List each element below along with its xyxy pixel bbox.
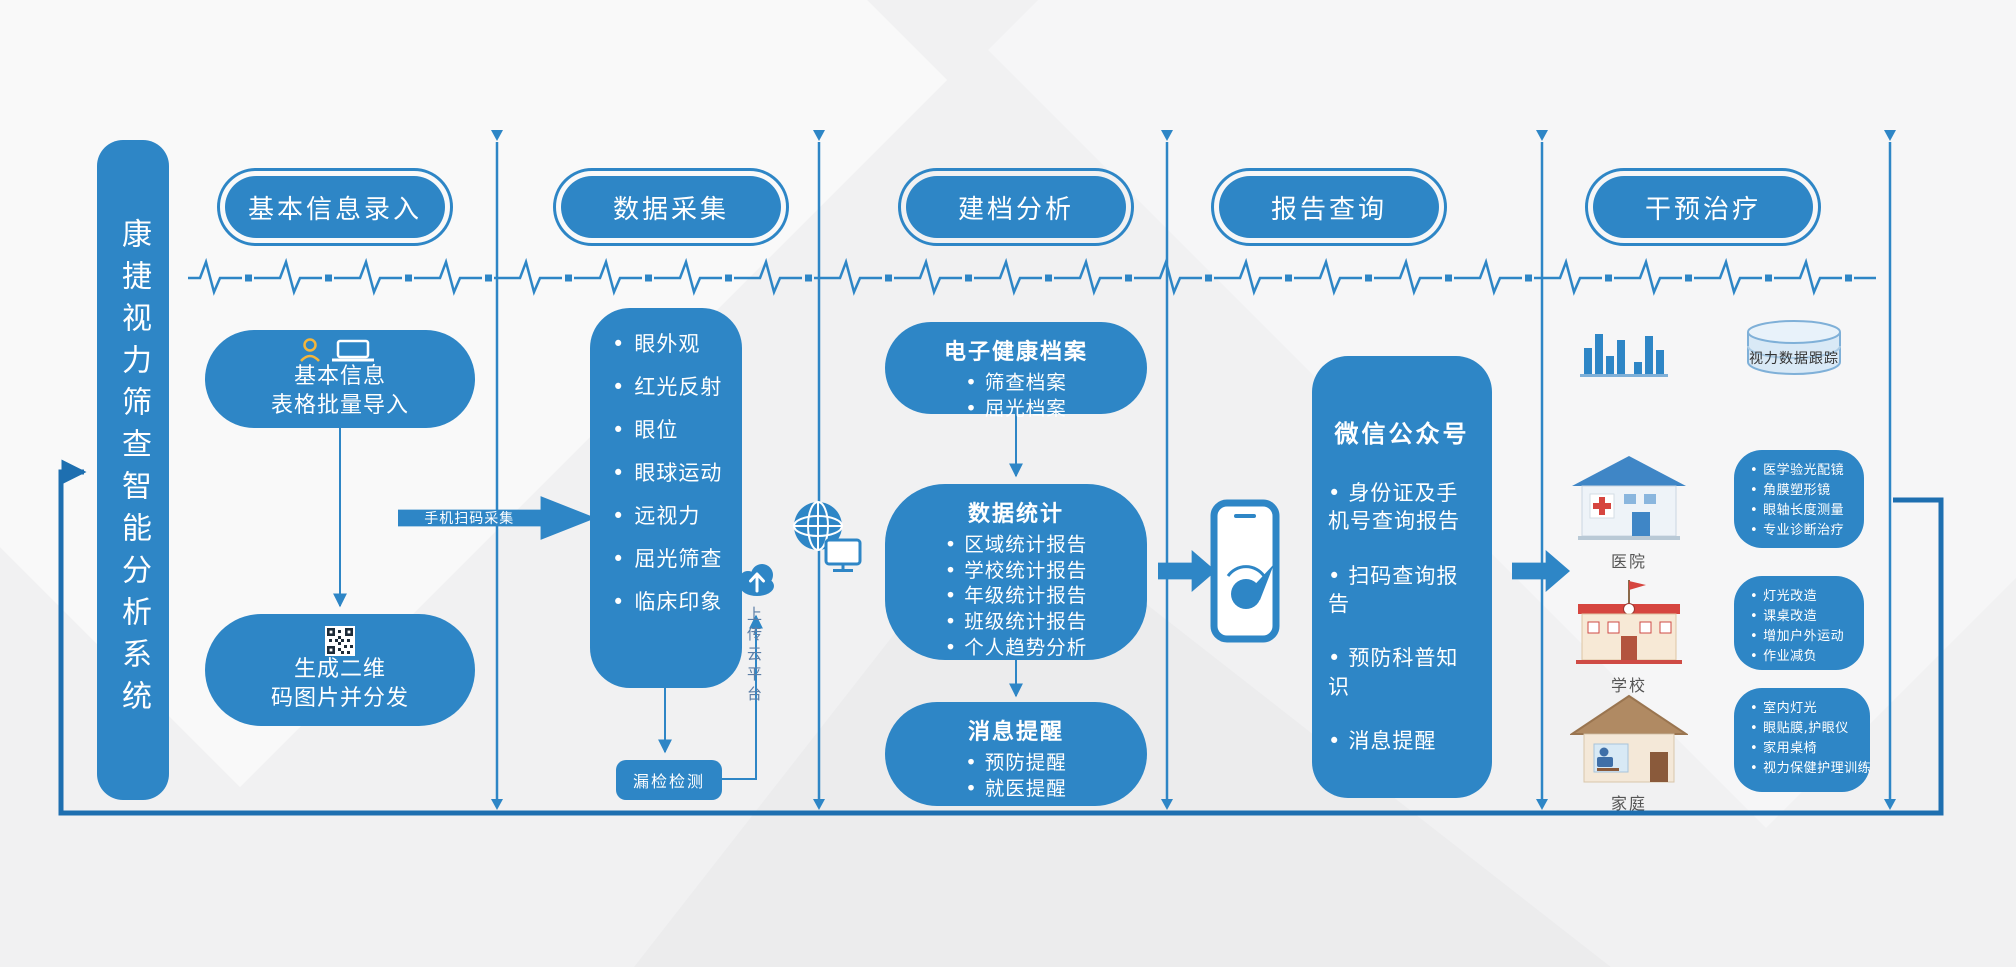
home-label: 家庭 <box>1610 794 1647 813</box>
wechat-item: 身份证及手机号查询报告 <box>1328 479 1480 536</box>
hospital-measure: 角膜塑形镜 <box>1750 481 1858 501</box>
ehr-box: 电子健康档案 筛查档案 屈光档案 <box>885 322 1147 420</box>
school-measure: 作业减负 <box>1750 647 1858 667</box>
stage-badge-label: 报告查询 <box>1270 194 1387 225</box>
basic-info-import-box: 基本信息 表格批量导入 <box>205 330 475 428</box>
hospital-measure-list: 医学验光配镜 角膜塑形镜 眼轴长度测量 专业诊断治疗 <box>1734 450 1864 542</box>
collection-item: 眼外观 <box>612 334 742 355</box>
school-measure: 灯光改造 <box>1750 587 1858 607</box>
qr-generate-box: 生成二维 码图片并分发 <box>205 614 475 726</box>
bar-chart-icon <box>1580 334 1668 377</box>
notify-item: 就医提醒 <box>965 776 1067 802</box>
home-measure: 视力保健护理训练 <box>1750 759 1871 779</box>
qr-box-line2: 码图片并分发 <box>270 686 409 711</box>
system-title-bar: 康捷视力筛查智能分析系统 <box>97 140 169 800</box>
recheck-label: 漏检检测 <box>632 772 705 791</box>
school-measure-list: 灯光改造 课桌改造 增加户外运动 作业减负 <box>1734 576 1864 668</box>
collection-item-list: 眼外观 红光反射 眼位 眼球运动 远视力 屈光筛查 临床印象 <box>590 308 742 613</box>
ehr-item: 筛查档案 <box>965 370 1067 396</box>
qr-code-icon <box>325 626 355 657</box>
stage-badge-label: 基本信息录入 <box>247 194 422 225</box>
upload-cloud-label: 上传云平台 <box>745 606 763 706</box>
stage-badge-report: 报告查询 <box>1211 168 1447 246</box>
statistics-item: 学校统计报告 <box>945 558 1088 584</box>
notify-box: 消息提醒 预防提醒 就医提醒 <box>885 702 1147 806</box>
wechat-item: 预防科普知识 <box>1328 644 1480 701</box>
import-box-line1: 基本信息 <box>293 364 386 390</box>
home-measure: 室内灯光 <box>1750 699 1864 719</box>
home-measures-box: 室内灯光 眼贴膜,护眼仪 家用桌椅 视力保健护理训练 <box>1734 688 1871 792</box>
stage-badge-label: 数据采集 <box>612 194 729 225</box>
ehr-item-list: 筛查档案 屈光档案 <box>965 370 1067 421</box>
school-measure: 课桌改造 <box>1750 607 1858 627</box>
wechat-item: 扫码查询报告 <box>1328 562 1480 619</box>
school-measures-box: 灯光改造 课桌改造 增加户外运动 作业减负 <box>1734 576 1864 670</box>
wechat-official-box: 微信公众号 身份证及手机号查询报告 扫码查询报告 预防科普知识 消息提醒 <box>1312 356 1492 798</box>
collection-items-box: 眼外观 红光反射 眼位 眼球运动 远视力 屈光筛查 临床印象 <box>590 308 742 688</box>
notify-item: 预防提醒 <box>965 750 1067 776</box>
collection-item: 眼球运动 <box>612 463 742 484</box>
home-measure-list: 室内灯光 眼贴膜,护眼仪 家用桌椅 视力保健护理训练 <box>1734 688 1871 780</box>
globe-monitor-icon <box>793 501 862 572</box>
statistics-box: 数据统计 区域统计报告 学校统计报告 年级统计报告 班级统计报告 个人趋势分析 <box>885 484 1147 660</box>
stage-badge-collection: 数据采集 <box>553 168 789 246</box>
collection-item: 屈光筛查 <box>612 549 742 570</box>
database-cylinder-icon <box>1747 320 1841 375</box>
home-icon <box>1570 694 1688 783</box>
phone-touch-icon <box>1210 499 1280 643</box>
cloud-upload-icon <box>739 564 774 596</box>
collection-item: 临床印象 <box>612 592 742 613</box>
hospital-label: 医院 <box>1610 552 1647 571</box>
hospital-measure: 医学验光配镜 <box>1750 461 1858 481</box>
home-measure: 家用桌椅 <box>1750 739 1864 759</box>
stage-badge-entry: 基本信息录入 <box>217 168 453 246</box>
recheck-box: 漏检检测 <box>616 760 722 800</box>
hospital-icon <box>1572 456 1686 540</box>
school-label: 学校 <box>1610 676 1647 695</box>
stage-badge-archive: 建档分析 <box>898 168 1134 246</box>
collection-item: 红光反射 <box>612 377 742 398</box>
home-measure: 眼贴膜,护眼仪 <box>1750 719 1864 739</box>
statistics-item: 区域统计报告 <box>945 532 1088 558</box>
ehr-item: 屈光档案 <box>965 396 1067 422</box>
notify-title: 消息提醒 <box>967 720 1064 745</box>
person-laptop-icon <box>300 338 374 363</box>
import-box-line2: 表格批量导入 <box>270 393 409 418</box>
ehr-title: 电子健康档案 <box>943 340 1088 365</box>
system-title: 康捷视力筛查智能分析系统 <box>116 218 151 722</box>
statistics-title: 数据统计 <box>967 502 1064 527</box>
stage-badge-intervention: 干预治疗 <box>1585 168 1821 246</box>
hospital-measure: 眼轴长度测量 <box>1750 501 1858 521</box>
statistics-item: 班级统计报告 <box>945 609 1088 635</box>
statistics-item: 个人趋势分析 <box>945 635 1088 661</box>
wechat-item: 消息提醒 <box>1328 727 1480 755</box>
stage-badge-label: 建档分析 <box>957 194 1074 225</box>
statistics-item: 年级统计报告 <box>945 583 1088 609</box>
school-icon <box>1576 580 1682 664</box>
pulse-line <box>188 256 1876 300</box>
vision-data-tracking-label: 视力数据跟踪 <box>1749 351 1839 367</box>
stage-badge-label: 干预治疗 <box>1644 194 1761 225</box>
notify-item-list: 预防提醒 就医提醒 <box>965 750 1067 801</box>
hospital-measure: 专业诊断治疗 <box>1750 521 1858 541</box>
school-measure: 增加户外运动 <box>1750 627 1858 647</box>
collection-item: 远视力 <box>612 506 742 527</box>
qr-box-line1: 生成二维 <box>293 657 386 683</box>
hospital-measures-box: 医学验光配镜 角膜塑形镜 眼轴长度测量 专业诊断治疗 <box>1734 450 1864 548</box>
collection-item: 眼位 <box>612 420 742 441</box>
wechat-item-list: 身份证及手机号查询报告 扫码查询报告 预防科普知识 消息提醒 <box>1312 479 1492 755</box>
wechat-title: 微信公众号 <box>1334 420 1470 448</box>
scan-arrow-label: 手机扫码采集 <box>424 511 515 527</box>
statistics-item-list: 区域统计报告 学校统计报告 年级统计报告 班级统计报告 个人趋势分析 <box>945 532 1088 661</box>
